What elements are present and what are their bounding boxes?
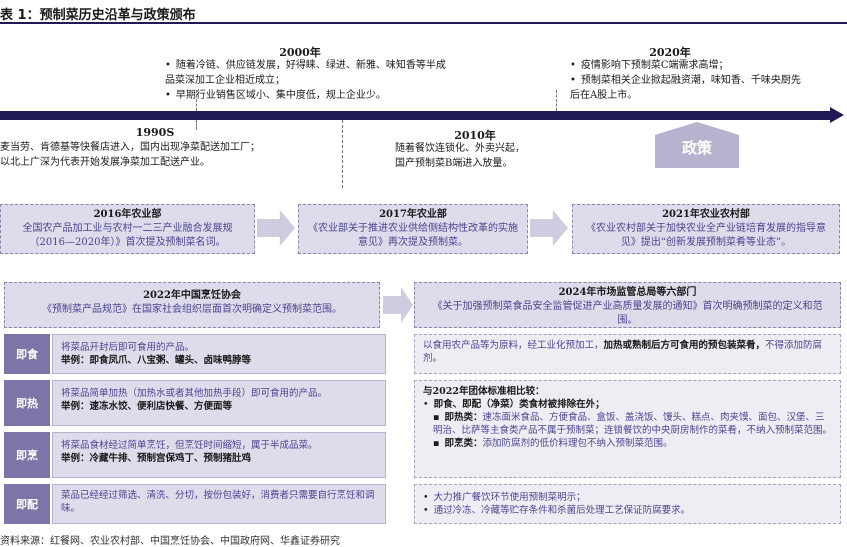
policy-2016-text: 全国农产品加工业与农村一二三产业融合发展规（2016—2020年）》首次提及预制…: [22, 223, 233, 248]
era-1990-text: 麦当劳、肯德基等快餐店进入，国内出现净菜配送加工厂； 以北上广深为代表开始发展净…: [0, 140, 320, 170]
category-cook-example-label: 举例：: [61, 453, 90, 464]
era-2000-connector: [196, 90, 197, 111]
category-instant-label: 即食: [4, 334, 50, 374]
era-2010-line-2: 国产预制菜B端进入放量。: [395, 158, 513, 169]
era-1990-year: 1990S: [135, 126, 175, 139]
comparison-heat-text: 速冻面米食品、方便食品、盒饭、盖浇饭、馒头、糕点、肉夹馍、面包、汉堡、三明治、比…: [433, 412, 833, 436]
category-instant-definition: 将菜品开封后即可食用的产品。: [61, 342, 195, 353]
era-2010-text: 随着餐饮连锁化、外卖兴起， 国产预制菜B端进入放量。: [395, 141, 575, 171]
policy-2024-head: 2024年市场监管总局等六部门: [558, 287, 697, 298]
comparison-bullet-1: 即食、即配（净菜）类食材被排除在外；: [433, 399, 605, 410]
comparison-title: 与2022年团体标准相比较：: [423, 386, 545, 397]
era-2020-connector: [556, 90, 557, 111]
standard-2024-definition: 以食用农产品等为原料，经工业化预加工，加热或熟制后方可食用的预包装菜肴，不得添加…: [414, 334, 841, 374]
arrow-2017-2021: [530, 210, 568, 246]
comparison-heat-label: 即热类：: [444, 412, 483, 423]
category-heat-label: 即热: [4, 380, 50, 426]
r1-part-a: 以食用农产品等为原料，经工业化预加工，: [423, 340, 604, 351]
category-instant-example: 即食凤爪、八宝粥、罐头、卤味鸭脖等: [89, 355, 252, 366]
category-cook-example: 冷藏牛排、预制宫保鸡丁、预制猪肚鸡: [89, 453, 252, 464]
timeline-bar: [0, 111, 835, 120]
policy-2022-box: 2022年中国烹饪协会 《预制菜产品规范》在国家社会组织层面首次明确定义预制菜范…: [4, 282, 380, 328]
policy-2022-head: 2022年中国烹饪协会: [143, 290, 241, 301]
policy-2016-box: 2016年农业部 全国农产品加工业与农村一二三产业融合发展规（2016—2020…: [0, 204, 255, 254]
source-note: 资料来源：红餐网、农业农村部、中国烹饪协会、中国政府网、华鑫证券研究: [0, 536, 340, 547]
era-2000-bullet-1: 随着冷链、供应链发展，好得睐、绿进、新雅、味知香等半成品菜深加工企业相近成立；: [165, 58, 453, 88]
policy-2016-head: 2016年农业部: [93, 209, 162, 220]
timeline-arrowhead: [830, 107, 844, 123]
era-1990-line-1: 麦当劳、肯德基等快餐店进入，国内出现净菜配送加工厂；: [0, 142, 260, 153]
standard-comparison: 与2022年团体标准相比较： 即食、即配（净菜）类食材被排除在外； 即热类：速冻…: [414, 380, 841, 478]
category-prep-desc: 菜品已经经过筛选、清洗、分切，按份包装好，消费者只需要自行烹饪和调味。: [52, 484, 386, 524]
category-heat-example: 速冻水饺、便利店快餐、方便面等: [89, 401, 233, 412]
era-2000-year: 2000年: [279, 46, 321, 59]
era-2010-line-1: 随着餐饮连锁化、外卖兴起，: [395, 143, 525, 154]
requirement-2: 通过冷冻、冷藏等贮存条件和杀菌后处理工艺保证防腐要求。: [423, 504, 832, 517]
policy-2021-head: 2021年农业农村部: [662, 209, 750, 220]
policy-2024-text: 《关于加强预制菜食品安全监管促进产业高质量发展的通知》首次明确预制菜的定义和范围…: [432, 301, 823, 326]
policy-2017-box: 2017年农业部 《农业部关于推进农业供给侧结构性改革的实施意见》再次提及预制菜…: [298, 204, 528, 254]
category-prep-label: 即配: [4, 484, 50, 524]
era-2000-text: 随着冷链、供应链发展，好得睐、绿进、新雅、味知香等半成品菜深加工企业相近成立； …: [153, 58, 453, 103]
era-1990-connector: [196, 120, 197, 130]
category-instant-example-label: 举例：: [61, 355, 90, 366]
policy-2017-head: 2017年农业部: [379, 209, 447, 220]
policy-2021-text: 《农业农村部关于加快农业全产业链培育发展的指导意见》提出“创新发展预制菜肴等业态…: [586, 223, 826, 248]
policy-2021-box: 2021年农业农村部 《农业农村部关于加快农业全产业链培育发展的指导意见》提出“…: [572, 204, 840, 254]
era-2020-bullet-1: 疫情影响下预制菜C端需求高增；: [570, 58, 808, 73]
category-prep-definition: 菜品已经经过筛选、清洗、分切，按份包装好，消费者只需要自行烹饪和调味。: [61, 490, 375, 514]
category-instant-desc: 将菜品开封后即可食用的产品。 举例：即食凤爪、八宝粥、罐头、卤味鸭脖等: [52, 334, 386, 374]
category-cook-definition: 将菜品食材经过简单烹饪，但烹饪时间缩短，属于半成品菜。: [61, 440, 318, 451]
era-2010-year: 2010年: [454, 129, 496, 142]
era-2020-year: 2020年: [649, 46, 691, 59]
policy-2017-text: 《农业部关于推进农业供给侧结构性改革的实施意见》再次提及预制菜。: [308, 223, 518, 248]
table-title: 表 1：预制菜历史沿革与政策颁布: [0, 8, 196, 23]
era-2020-bullet-2: 预制菜相关企业掀起融资潮，味知香、千味央厨先后在A股上市。: [570, 73, 808, 103]
requirement-1: 大力推广餐饮环节使用预制菜明示；: [423, 491, 832, 504]
policy-label: 政策: [655, 122, 739, 168]
comparison-cook-label: 即烹类：: [444, 438, 483, 449]
arrow-2016-2017: [257, 210, 295, 246]
era-1990-line-2: 以北上广深为代表开始发展净菜加工配送产业。: [0, 157, 210, 168]
comparison-cook-text: 添加防腐剂的低价料理包不纳入预制菜范围。: [482, 438, 673, 449]
category-cook-desc: 将菜品食材经过简单烹饪，但烹饪时间缩短，属于半成品菜。 举例：冷藏牛排、预制宫保…: [52, 432, 386, 478]
policy-2022-text: 《预制菜产品规范》在国家社会组织层面首次明确定义预制菜范围。: [42, 304, 342, 315]
category-heat-definition: 将菜品简单加热（加热水或者其他加热手段）即可食用的产品。: [61, 388, 328, 399]
standard-requirements: 大力推广餐饮环节使用预制菜明示； 通过冷冻、冷藏等贮存条件和杀菌后处理工艺保证防…: [414, 484, 841, 524]
category-cook-label: 即烹: [4, 432, 50, 478]
policy-2024-box: 2024年市场监管总局等六部门 《关于加强预制菜食品安全监管促进产业高质量发展的…: [414, 282, 841, 328]
r1-part-b: 加热或熟制后方可食用的预包装菜肴，: [603, 340, 766, 351]
era-2020-text: 疫情影响下预制菜C端需求高增； 预制菜相关企业掀起融资潮，味知香、千味央厨先后在…: [558, 58, 808, 103]
r1-part-c: 不得添加防腐剂。: [423, 340, 823, 364]
category-heat-example-label: 举例：: [61, 401, 90, 412]
title-divider: [0, 22, 847, 24]
era-2000-bullet-2: 早期行业销售区域小、集中度低，规上企业少。: [165, 88, 453, 103]
era-2010-connector: [342, 120, 343, 188]
category-heat-desc: 将菜品简单加热（加热水或者其他加热手段）即可食用的产品。 举例：速冻水饺、便利店…: [52, 380, 386, 426]
arrow-2022-2024: [383, 287, 413, 323]
